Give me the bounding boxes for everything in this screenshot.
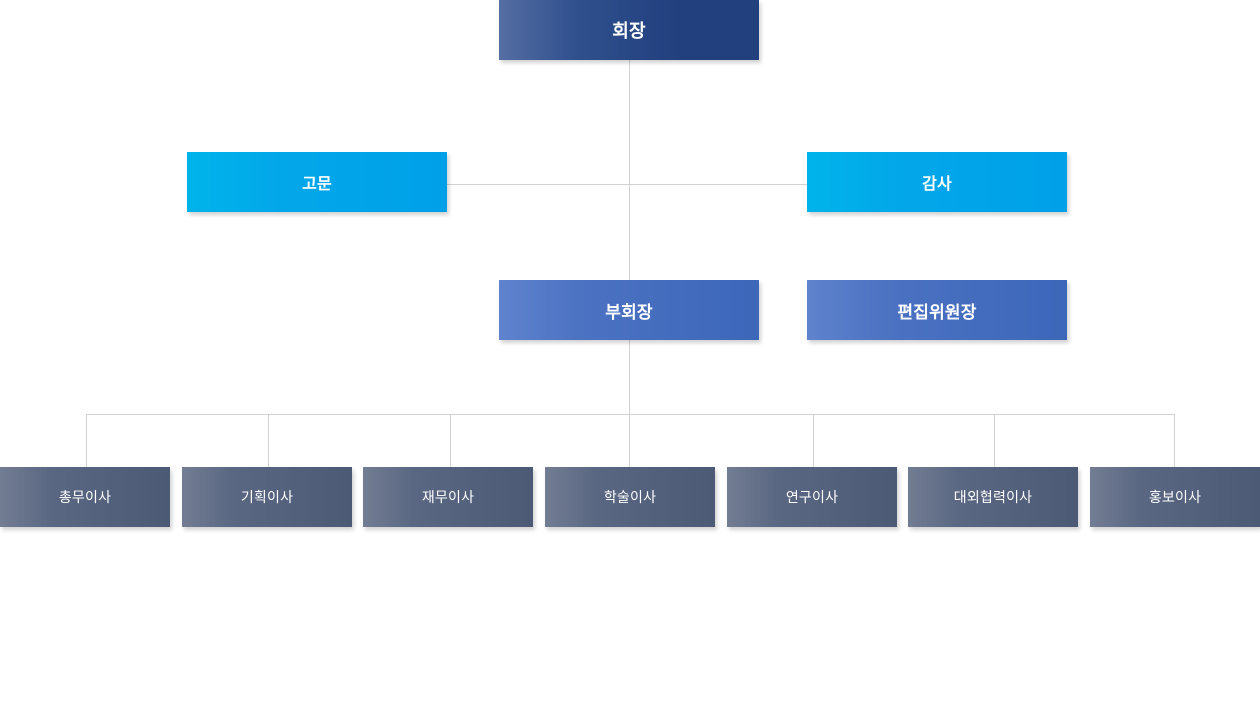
director-label: 홍보이사 xyxy=(1148,490,1202,506)
director-box-academic: 학술이사 xyxy=(545,467,715,527)
connector-director-2 xyxy=(268,414,269,467)
director-label: 총무이사 xyxy=(58,490,112,506)
auditor-label: 감사 xyxy=(922,174,952,193)
connector-main-vertical xyxy=(629,60,630,280)
director-label: 연구이사 xyxy=(785,490,839,506)
connector-directors-horizontal xyxy=(86,414,1175,415)
connector-director-6 xyxy=(994,414,995,467)
connector-director-7 xyxy=(1174,414,1175,467)
connector-director-5 xyxy=(813,414,814,467)
advisor-label: 고문 xyxy=(302,174,332,193)
director-box-planning: 기획이사 xyxy=(182,467,352,527)
connector-director-1 xyxy=(86,414,87,467)
editor-in-chief-box: 편집위원장 xyxy=(807,280,1067,340)
director-label: 대외협력이사 xyxy=(953,490,1033,506)
director-box-public-relations: 홍보이사 xyxy=(1090,467,1260,527)
director-label: 학술이사 xyxy=(603,490,657,506)
director-box-finance: 재무이사 xyxy=(363,467,533,527)
vice-chairman-label: 부회장 xyxy=(605,302,653,323)
director-label: 재무이사 xyxy=(421,490,475,506)
auditor-box: 감사 xyxy=(807,152,1067,212)
connector-director-3 xyxy=(450,414,451,467)
advisor-box: 고문 xyxy=(187,152,447,212)
director-box-general-affairs: 총무이사 xyxy=(0,467,170,527)
connector-vice-down xyxy=(629,340,630,414)
connector-advisor-auditor-horizontal xyxy=(447,184,807,185)
connector-director-4 xyxy=(629,414,630,467)
chairman-label: 회장 xyxy=(612,21,646,42)
editor-in-chief-label: 편집위원장 xyxy=(897,302,977,323)
chairman-box: 회장 xyxy=(499,0,759,60)
director-box-research: 연구이사 xyxy=(727,467,897,527)
vice-chairman-box: 부회장 xyxy=(499,280,759,340)
director-box-external-relations: 대외협력이사 xyxy=(908,467,1078,527)
director-label: 기획이사 xyxy=(240,490,294,506)
